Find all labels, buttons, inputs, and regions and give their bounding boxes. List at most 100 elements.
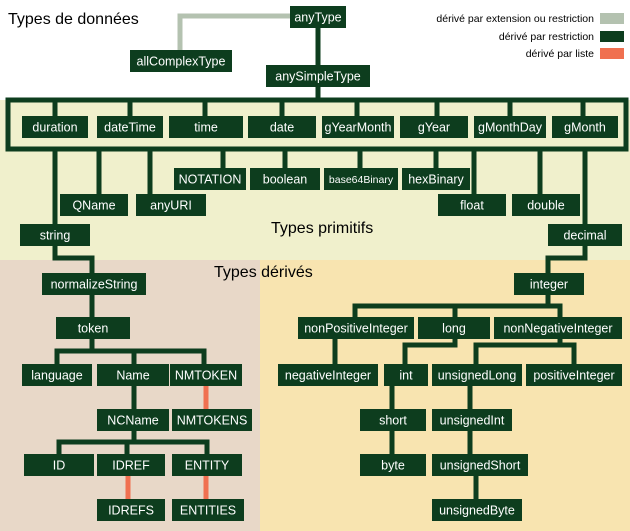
svg-text:IDREF: IDREF xyxy=(112,459,150,473)
node-idref[interactable]: IDREF xyxy=(97,454,165,476)
svg-text:NCName: NCName xyxy=(107,414,158,428)
node-token[interactable]: token xyxy=(56,317,130,339)
svg-text:string: string xyxy=(40,229,71,243)
svg-text:integer: integer xyxy=(530,278,568,292)
node-gyear[interactable]: gYear xyxy=(400,116,468,138)
node-gyearmonth[interactable]: gYearMonth xyxy=(322,116,394,138)
svg-text:unsignedShort: unsignedShort xyxy=(440,459,521,473)
node-nmtokens[interactable]: NMTOKENS xyxy=(172,409,252,431)
node-anysimpletype[interactable]: anySimpleType xyxy=(266,65,370,87)
svg-text:IDREFS: IDREFS xyxy=(108,504,154,518)
node-gmonthday[interactable]: gMonthDay xyxy=(474,116,546,138)
legend-restriction-label: dérivé par restriction xyxy=(499,31,594,43)
node-duration[interactable]: duration xyxy=(22,116,88,138)
main-title: Types de données xyxy=(8,11,139,28)
node-name[interactable]: Name xyxy=(97,364,169,386)
node-negativeinteger[interactable]: negativeInteger xyxy=(278,364,378,386)
svg-text:byte: byte xyxy=(381,459,405,473)
node-unsignedshort[interactable]: unsignedShort xyxy=(432,454,528,476)
svg-text:negativeInteger: negativeInteger xyxy=(285,369,371,383)
node-notation[interactable]: NOTATION xyxy=(174,168,246,190)
svg-text:duration: duration xyxy=(32,121,77,135)
svg-text:unsignedByte: unsignedByte xyxy=(439,504,515,518)
svg-text:int: int xyxy=(399,369,413,383)
svg-text:boolean: boolean xyxy=(263,173,308,187)
node-language[interactable]: language xyxy=(22,364,92,386)
node-string[interactable]: string xyxy=(20,224,90,246)
svg-text:ENTITIES: ENTITIES xyxy=(180,504,236,518)
svg-text:Name: Name xyxy=(116,369,149,383)
node-integer[interactable]: integer xyxy=(514,273,584,295)
svg-text:token: token xyxy=(78,322,109,336)
legend-extension-swatch xyxy=(600,13,624,24)
svg-text:short: short xyxy=(379,414,407,428)
svg-text:anySimpleType: anySimpleType xyxy=(275,70,361,84)
node-nmtoken[interactable]: NMTOKEN xyxy=(170,364,242,386)
svg-text:date: date xyxy=(270,121,294,135)
derived-types-title: Types dérivés xyxy=(214,264,313,281)
svg-text:dateTime: dateTime xyxy=(104,121,156,135)
legend-restriction-swatch xyxy=(600,31,624,42)
node-byte[interactable]: byte xyxy=(360,454,426,476)
node-double[interactable]: double xyxy=(512,194,580,216)
node-base64binary[interactable]: base64Binary xyxy=(324,168,398,190)
legend-list-label: dérivé par liste xyxy=(526,48,594,60)
node-decimal[interactable]: decimal xyxy=(548,224,622,246)
node-unsignedbyte[interactable]: unsignedByte xyxy=(432,499,522,521)
svg-text:positiveInteger: positiveInteger xyxy=(533,369,614,383)
node-float[interactable]: float xyxy=(438,194,506,216)
node-long[interactable]: long xyxy=(418,317,490,339)
svg-text:anyType: anyType xyxy=(294,11,341,25)
svg-text:nonPositiveInteger: nonPositiveInteger xyxy=(304,322,408,336)
svg-text:time: time xyxy=(194,121,218,135)
svg-text:base64Binary: base64Binary xyxy=(329,174,394,186)
svg-text:anyURI: anyURI xyxy=(150,199,192,213)
node-id[interactable]: ID xyxy=(24,454,94,476)
node-short[interactable]: short xyxy=(360,409,426,431)
node-datetime[interactable]: dateTime xyxy=(97,116,163,138)
node-int[interactable]: int xyxy=(384,364,428,386)
node-qname[interactable]: QName xyxy=(60,194,128,216)
connector-anytype-allcomplextype xyxy=(177,13,290,50)
node-gmonth[interactable]: gMonth xyxy=(552,116,618,138)
node-idrefs[interactable]: IDREFS xyxy=(97,499,165,521)
svg-text:unsignedLong: unsignedLong xyxy=(438,369,517,383)
svg-text:double: double xyxy=(527,199,565,213)
svg-text:gMonth: gMonth xyxy=(564,121,606,135)
svg-text:NOTATION: NOTATION xyxy=(179,173,242,187)
legend: dérivé par extension ou restriction déri… xyxy=(436,13,624,60)
svg-text:decimal: decimal xyxy=(563,229,606,243)
node-hexbinary[interactable]: hexBinary xyxy=(402,168,470,190)
node-time[interactable]: time xyxy=(169,116,243,138)
node-boolean[interactable]: boolean xyxy=(250,168,320,190)
svg-text:ID: ID xyxy=(53,459,66,473)
node-date[interactable]: date xyxy=(248,116,316,138)
node-positiveinteger[interactable]: positiveInteger xyxy=(526,364,622,386)
svg-text:QName: QName xyxy=(72,199,115,213)
node-entity[interactable]: ENTITY xyxy=(172,454,242,476)
node-ncname[interactable]: NCName xyxy=(97,409,169,431)
svg-text:gMonthDay: gMonthDay xyxy=(478,121,543,135)
legend-list-swatch xyxy=(600,48,624,59)
restriction-connectors xyxy=(5,25,629,502)
svg-text:unsignedInt: unsignedInt xyxy=(440,414,505,428)
derived-decimal-region xyxy=(260,260,630,531)
primitive-types-title: Types primitifs xyxy=(271,220,373,237)
node-nonnegativeinteger[interactable]: nonNegativeInteger xyxy=(494,317,622,339)
extension-connectors xyxy=(177,13,290,50)
node-allcomplextype[interactable]: allComplexType xyxy=(130,50,232,72)
node-unsignedint[interactable]: unsignedInt xyxy=(432,409,512,431)
svg-text:hexBinary: hexBinary xyxy=(408,173,464,187)
node-nonpositiveinteger[interactable]: nonPositiveInteger xyxy=(298,317,414,339)
svg-text:gYear: gYear xyxy=(418,121,450,135)
node-normalizestring[interactable]: normalizeString xyxy=(42,273,146,295)
legend-extension-label: dérivé par extension ou restriction xyxy=(436,13,594,25)
node-entities[interactable]: ENTITIES xyxy=(172,499,244,521)
node-anyuri[interactable]: anyURI xyxy=(136,194,206,216)
svg-text:float: float xyxy=(460,199,484,213)
svg-text:language: language xyxy=(31,369,82,383)
node-unsignedlong[interactable]: unsignedLong xyxy=(432,364,522,386)
node-anytype[interactable]: anyType xyxy=(290,6,346,28)
